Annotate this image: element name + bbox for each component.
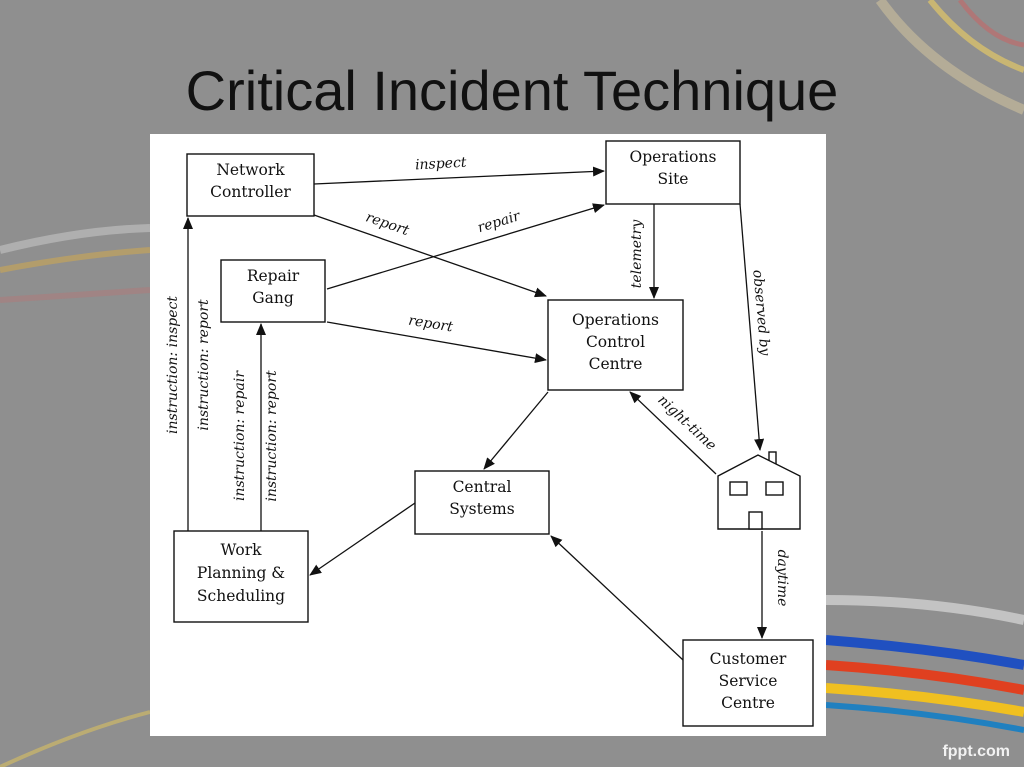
node-repair-gang: Repair Gang	[220, 259, 326, 323]
node-central-systems: Central Systems	[414, 470, 550, 535]
label-telemetry: telemetry	[629, 219, 645, 289]
edge-inspect	[313, 166, 605, 185]
svg-text:Planning &: Planning &	[197, 564, 285, 582]
watermark: fppt.com	[942, 743, 1010, 760]
svg-text:Site: Site	[658, 170, 689, 188]
edge-customer-to-central	[550, 535, 684, 661]
edge-central-to-work-planning	[309, 502, 416, 576]
svg-text:Centre: Centre	[721, 694, 775, 712]
node-network-controller: Network Controller	[186, 153, 315, 217]
edge-night-time	[629, 391, 717, 475]
svg-text:Scheduling: Scheduling	[197, 587, 285, 605]
svg-text:Work: Work	[220, 541, 262, 559]
svg-text:Gang: Gang	[252, 289, 294, 307]
label-night-time: night-time	[654, 392, 719, 454]
svg-text:Control: Control	[586, 333, 645, 351]
node-work-planning-scheduling: Work Planning & Scheduling	[173, 530, 309, 623]
label-daytime: daytime	[774, 550, 790, 607]
diagram: Network Controller Operations Site Repai…	[165, 140, 814, 727]
svg-text:Systems: Systems	[449, 500, 514, 518]
edge-observed-by	[739, 203, 765, 451]
node-operations-site: Operations Site	[605, 140, 741, 205]
label-instruction-report-1: instruction: report	[196, 299, 212, 431]
svg-text:Central: Central	[453, 478, 512, 496]
edge-report-repair-gang	[326, 321, 547, 364]
diagram-panel: Network Controller Operations Site Repai…	[150, 134, 826, 736]
label-instruction-report-2: instruction: report	[264, 370, 280, 502]
label-inspect: inspect	[415, 155, 468, 174]
label-instruction-repair: instruction: repair	[232, 370, 248, 501]
edge-control-to-central	[483, 391, 549, 470]
node-operations-control-centre: Operations Control Centre	[547, 299, 684, 391]
svg-text:Operations: Operations	[572, 311, 659, 329]
node-customer-service-centre: Customer Service Centre	[682, 639, 814, 727]
svg-text:Operations: Operations	[630, 148, 717, 166]
svg-text:Repair: Repair	[247, 267, 300, 285]
edge-repair	[326, 203, 605, 290]
edge-report-network-controller	[313, 214, 547, 298]
svg-text:Network: Network	[216, 161, 285, 179]
svg-text:Service: Service	[719, 672, 778, 690]
slide-title: Critical Incident Technique	[185, 59, 839, 122]
house-icon	[717, 451, 801, 530]
label-observed-by: observed by	[749, 269, 773, 357]
svg-text:Customer: Customer	[710, 650, 787, 668]
svg-text:Controller: Controller	[210, 183, 291, 201]
svg-text:Centre: Centre	[589, 355, 643, 373]
label-instruction-inspect: instruction: inspect	[165, 296, 181, 434]
label-report-repair-gang: report	[407, 313, 454, 336]
